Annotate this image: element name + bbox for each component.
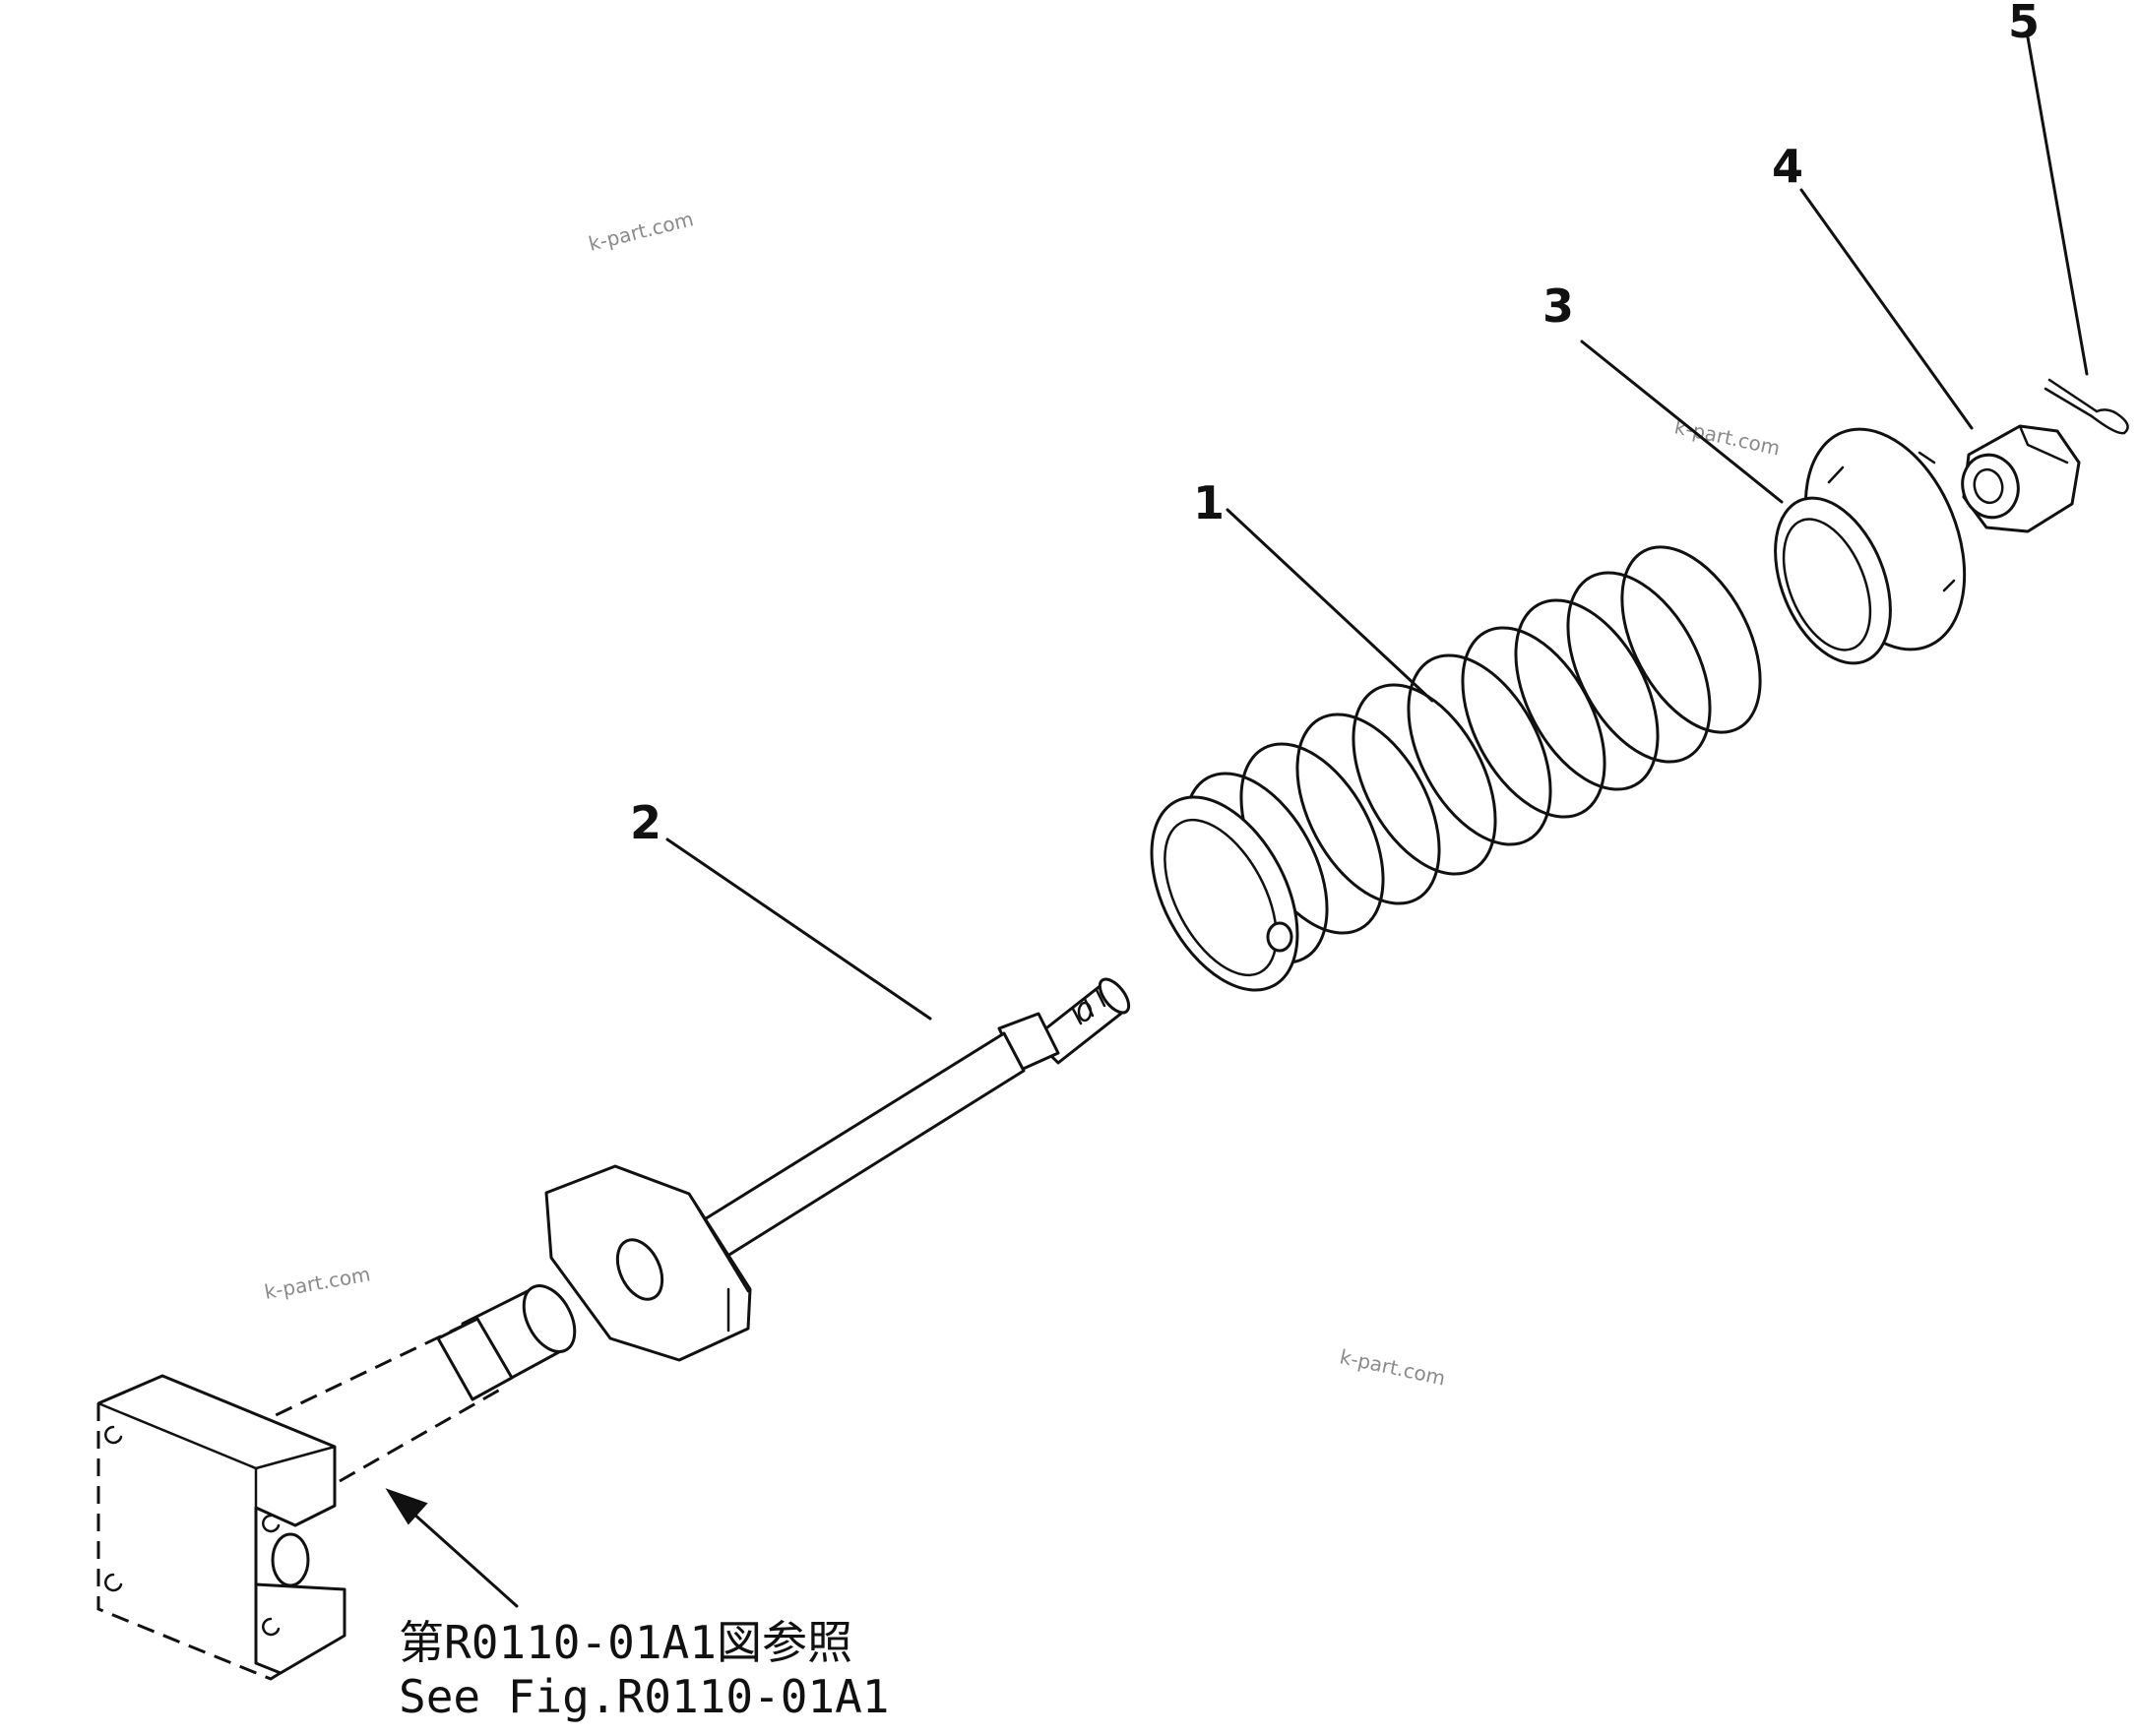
cotter-pin-part-5 xyxy=(2044,378,2129,435)
callout-4: 4 xyxy=(1772,140,1803,193)
spring-seat-part-3 xyxy=(1774,427,1967,665)
bracket-reference-part xyxy=(96,1374,346,1681)
leader-line-5 xyxy=(2026,35,2089,376)
hidden-line xyxy=(250,1317,478,1429)
leader-line-4 xyxy=(1799,188,1974,430)
leader-line-1 xyxy=(1226,508,1434,703)
watermark: k-part.com xyxy=(263,1262,372,1304)
watermark: k-part.com xyxy=(1338,1344,1448,1390)
coil-spring-part-1 xyxy=(1150,545,1762,992)
reference-arrow-head xyxy=(385,1488,428,1525)
watermark: k-part.com xyxy=(1672,414,1783,460)
nut-part-4 xyxy=(1961,424,2081,533)
leader-line-3 xyxy=(1580,340,1784,504)
leader-line-2 xyxy=(665,837,932,1021)
hidden-line xyxy=(339,1384,508,1483)
rod-part-2 xyxy=(436,977,1131,1401)
callout-2: 2 xyxy=(630,796,661,849)
reference-note-english: See Fig.R0110-01A1 xyxy=(399,1670,890,1723)
watermark: k-part.com xyxy=(586,207,695,256)
callout-3: 3 xyxy=(1542,279,1574,333)
callout-5: 5 xyxy=(2008,0,2040,48)
callout-1: 1 xyxy=(1193,476,1225,529)
reference-note-japanese: 第R0110-01A1図参照 xyxy=(399,1616,852,1669)
